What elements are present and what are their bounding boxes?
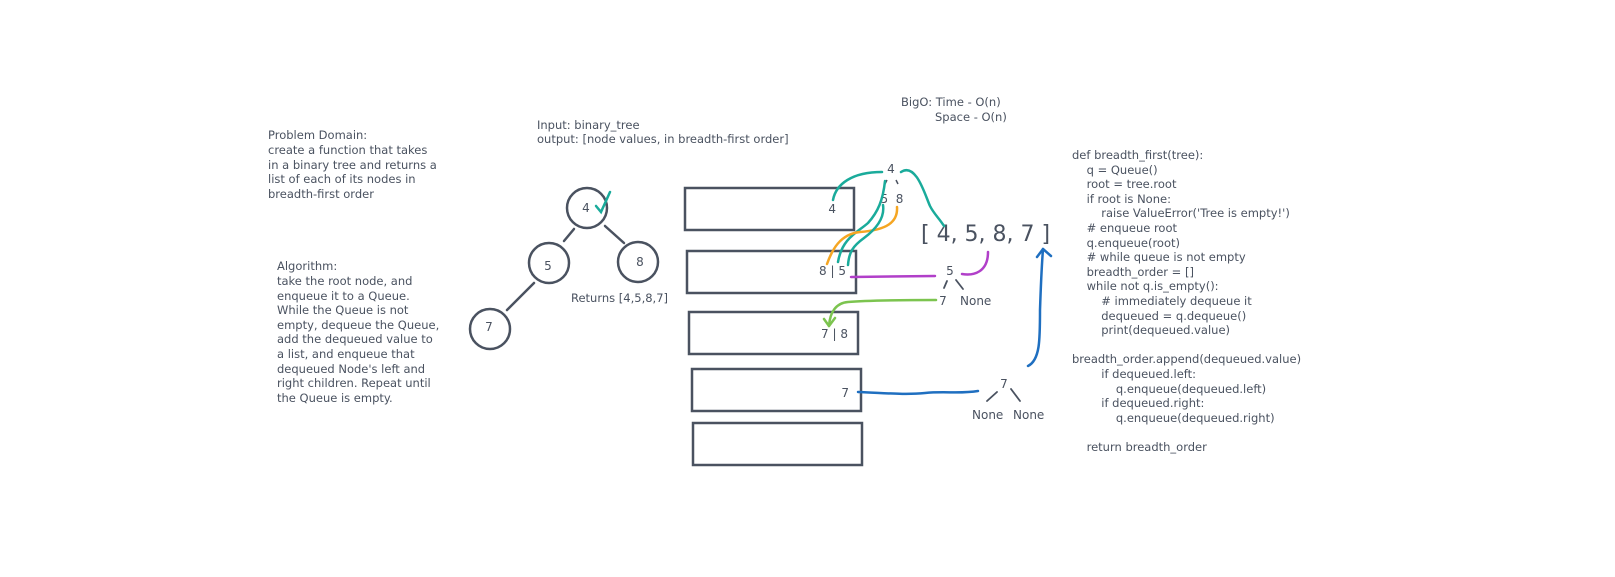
text-line: if dequeued.right:	[1072, 396, 1205, 411]
blue-arrowhead	[1035, 247, 1053, 259]
text-line: enqueue it to a Queue.	[277, 288, 410, 303]
text-line: breadth_order.append(dequeued.value)	[1072, 352, 1302, 367]
queue-value-2: 8 | 5	[819, 264, 846, 278]
check-mark	[594, 190, 612, 215]
tree-node-8-label: 8	[636, 255, 644, 269]
text-line: breadth_order = []	[1072, 264, 1194, 279]
trace-node5: 5	[946, 264, 954, 278]
green-arrowhead	[822, 316, 837, 328]
trace-node5-right: None	[960, 294, 991, 308]
text-line: right children. Repeat until	[277, 376, 431, 391]
text-line: # immediately dequeue it	[1072, 293, 1252, 308]
text-line: return breadth_order	[1072, 439, 1207, 454]
text-line: breadth-first order	[268, 186, 374, 201]
tree-edge-4-8	[603, 224, 626, 245]
text-line: q.enqueue(dequeued.left)	[1072, 381, 1267, 396]
bigo-space: Space - O(n)	[935, 110, 1007, 124]
teal-arrow-root-to-result	[899, 168, 946, 228]
trace-root: 4	[887, 162, 895, 176]
queue-box-2	[685, 249, 858, 295]
purple-arrow-5-dequeue	[849, 274, 937, 279]
tree-node-4-label: 4	[582, 201, 590, 215]
input-label: Input: binary_tree	[537, 118, 640, 132]
text-line: take the root node, and	[277, 274, 413, 288]
text-line: the Queue is empty.	[277, 390, 393, 405]
blue-arrow-7-dequeue	[856, 389, 980, 396]
trace-node7-left: None	[972, 408, 1003, 422]
text-line: in a binary tree and returns a	[268, 157, 437, 172]
green-arrow-7-enqueue	[827, 298, 938, 328]
trace-node5-branches	[943, 279, 964, 290]
text-line: # enqueue root	[1072, 220, 1178, 235]
tree-edge-4-5	[562, 227, 576, 243]
text-line: dequeued = q.dequeue()	[1072, 308, 1247, 323]
trace-root-branches	[884, 179, 899, 185]
trace-node7-branches	[986, 388, 1021, 402]
code-block: def breadth_first(tree): q = Queue() roo…	[1072, 148, 1301, 454]
tree-edge-5-7	[505, 281, 536, 312]
tree-node-4	[565, 186, 609, 230]
text-line: While the Queue is not	[277, 303, 409, 318]
text-line: create a function that takes	[268, 143, 428, 157]
queue-value-1: 4	[828, 202, 836, 216]
text-line: empty, dequeue the Queue,	[277, 317, 440, 332]
trace-node7: 7	[1000, 377, 1008, 391]
trace-node7-right: None	[1013, 408, 1044, 422]
text-line: q.enqueue(root)	[1072, 235, 1180, 250]
text-line: if root is None:	[1072, 191, 1171, 206]
queue-value-3: 7 | 8	[821, 327, 848, 341]
orange-arrow-8-to-queue	[825, 205, 899, 266]
trace-children: 5 8	[881, 192, 904, 206]
queue-box-5	[691, 421, 864, 467]
tree-node-7	[468, 307, 512, 351]
purple-arrow-5-to-result	[960, 250, 990, 276]
bigo-time: BigO: Time - O(n)	[901, 95, 1001, 109]
text-line: # while queue is not empty	[1072, 250, 1246, 265]
returns-label: Returns [4,5,8,7]	[571, 291, 668, 305]
algorithm-heading: Algorithm:	[277, 259, 338, 273]
text-line: if dequeued.left:	[1072, 366, 1197, 381]
blue-arrow-7-to-result	[1026, 247, 1045, 368]
text-line: q.enqueue(dequeued.right)	[1072, 410, 1275, 425]
teal-arrow-root-to-queue	[831, 170, 884, 202]
tree-node-7-label: 7	[485, 320, 493, 334]
output-label: output: [node values, in breadth-first o…	[537, 132, 789, 146]
text-line: while not q.is_empty():	[1072, 279, 1219, 294]
text-line: list of each of its nodes in	[268, 172, 416, 187]
teal-arrow-5-to-queue	[836, 179, 887, 264]
tree-node-8	[616, 240, 660, 284]
problem-domain-heading: Problem Domain:	[268, 128, 368, 142]
text-line: q = Queue()	[1072, 162, 1158, 177]
result-list: [ 4, 5, 8, 7 ]	[921, 222, 1050, 247]
queue-box-1	[683, 186, 856, 232]
tree-node-5-label: 5	[544, 259, 552, 273]
text-line: a list, and enqueue that	[277, 346, 415, 361]
queue-box-4	[690, 367, 863, 413]
text-line: dequeued Node's left and	[277, 361, 426, 376]
text-line: add the dequeued value to	[277, 332, 433, 347]
text-line: raise ValueError('Tree is empty!')	[1072, 206, 1290, 221]
text-line: root = tree.root	[1072, 177, 1177, 192]
text-line: print(dequeued.value)	[1072, 323, 1231, 338]
teal-arrow-8-to-queue	[846, 203, 885, 267]
trace-node5-left: 7	[939, 294, 947, 308]
tree-node-5	[527, 241, 571, 285]
text-line: def breadth_first(tree):	[1072, 148, 1204, 162]
queue-value-4: 7	[841, 386, 849, 400]
